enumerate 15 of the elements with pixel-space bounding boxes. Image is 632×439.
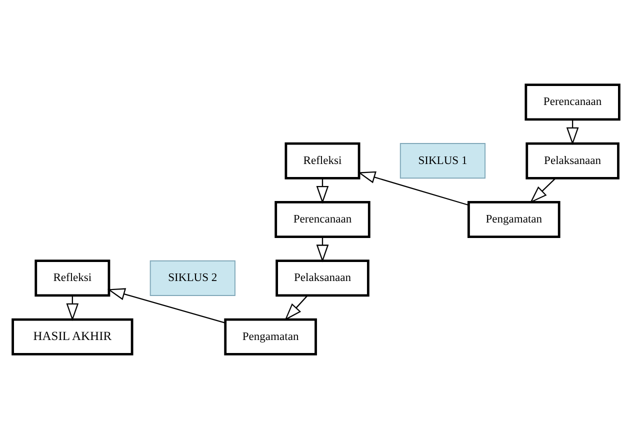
node-box: HASIL AKHIR — [12, 318, 134, 356]
node-box: SIKLUS 2 — [150, 260, 236, 296]
node-box: Pengamatan — [467, 200, 560, 238]
node-box: Pengamatan — [224, 318, 317, 356]
arrow — [530, 178, 556, 204]
node-box: Perencanaan — [524, 84, 620, 121]
arrow — [284, 295, 308, 321]
arrow — [107, 288, 226, 324]
node-box: Pelaksanaan — [276, 260, 370, 297]
node-box: Perencanaan — [274, 200, 370, 238]
node-box: Refleksi — [284, 142, 360, 180]
node-box: SIKLUS 1 — [400, 143, 486, 179]
arrow — [358, 171, 469, 206]
node-box: Refleksi — [34, 260, 110, 297]
node-box: Pelaksanaan — [526, 142, 620, 180]
